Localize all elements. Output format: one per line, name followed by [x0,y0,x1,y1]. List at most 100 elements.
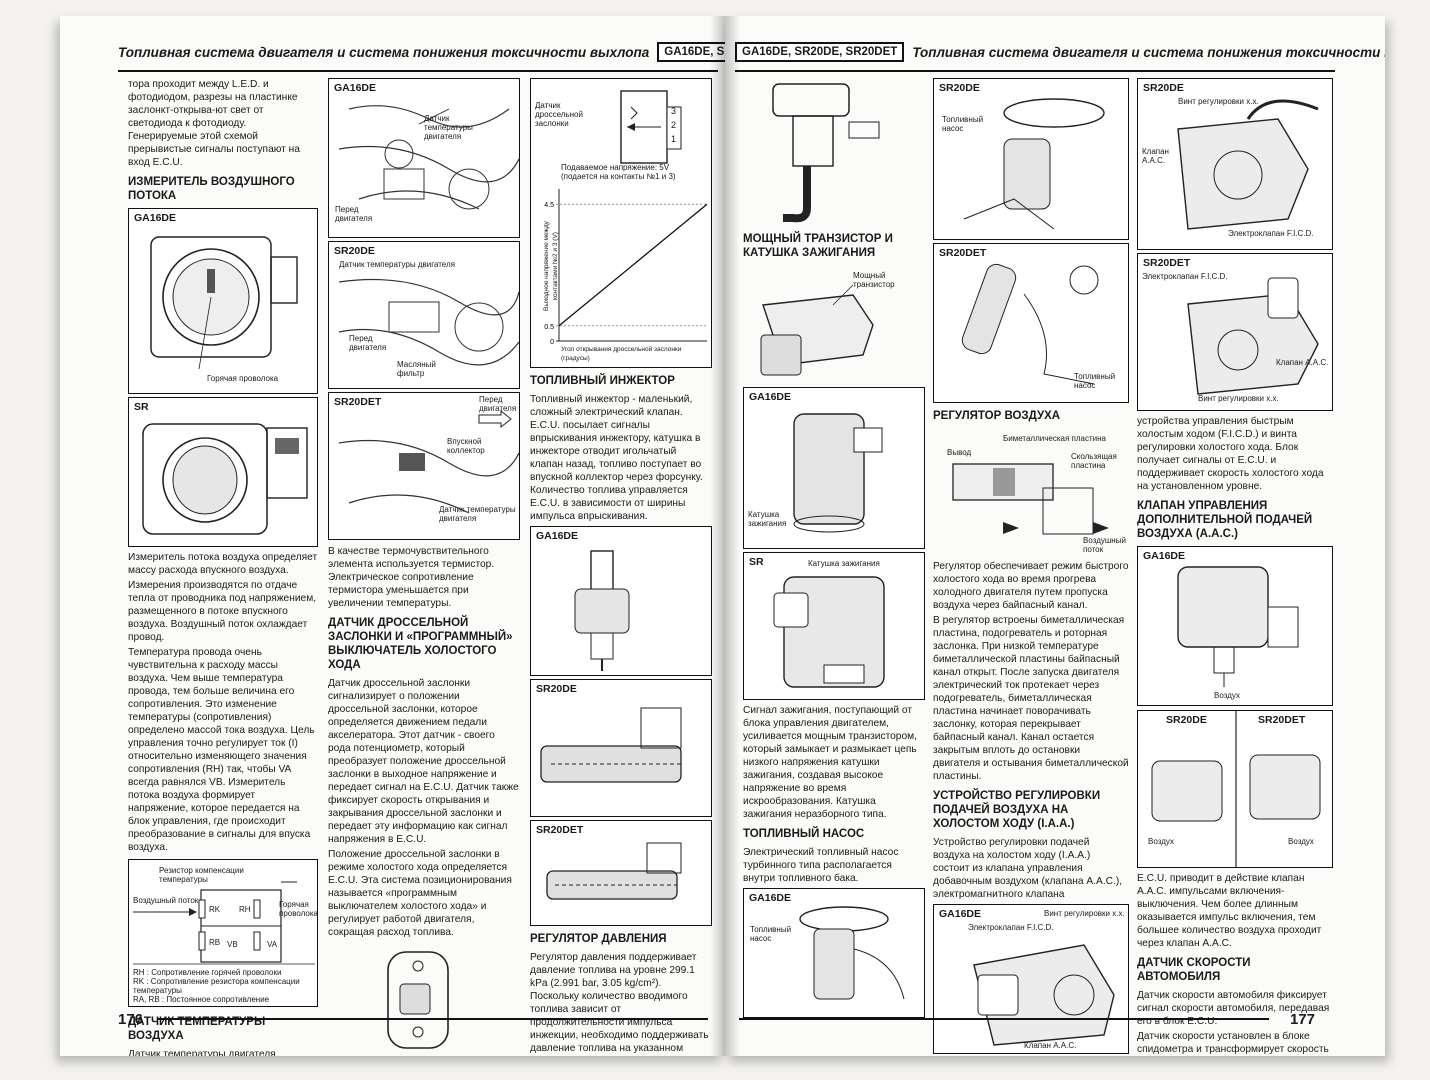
figure-fuel-pump-ga16de: GA16DE Топливный насос [743,888,925,1018]
right-column-2: SR20DE Топливный насос SR20DET Топливный… [933,78,1129,1054]
figure-label: SR20DE [1143,82,1184,94]
running-header-left: Топливная система двигателя и система по… [118,34,725,70]
label-aac-valve: Клапан A.A.C. [1024,1041,1077,1050]
tps-text-2: Положение дроссельной заслонки в режиме … [328,849,512,938]
injector-sr20de-drawing [540,707,682,783]
figure-label: SR20DE [939,82,980,94]
figure-label: GA16DE [939,908,982,920]
figure-label: SR20DE [334,245,375,257]
air-regulator-text-1: Регулятор обеспечивает режим быстрого хо… [933,561,1129,611]
engine-tag: GA16DE, SR20DE, SR20DET [735,42,905,62]
figure-tps-sensor [328,944,520,1054]
label-power-transistor: Мощный транзистор [853,271,895,289]
label-air-2: Воздух [1288,837,1314,846]
intro-text: тора проходит между L.E.D. и фотодиодом,… [128,79,300,168]
open-book: Топливная система двигателя и система по… [60,16,1385,1056]
figure-label: GA16DE [134,212,177,224]
chart-xlabel: Угол открывания дроссельной заслонки (гр… [561,346,682,362]
left-column-2: GA16DE Датчик температуры двигателя Пере… [328,78,520,1054]
label-fuel-pump: Топливный насос [750,925,792,943]
legend-text-rarb: : Постоянное сопротивление [161,995,270,1004]
figure-label: SR20DE [536,683,577,695]
maf-ga16de-drawing [150,236,298,370]
figure-label: GA16DE [1143,550,1186,562]
label-bimetal-plate: Биметаллическая пластина [1003,434,1106,443]
ignition-coil-ga16de-drawing [793,413,883,533]
pin-1: 1 [671,134,677,144]
label-ficd-valve: Электроклапан F.I.C.D. [968,923,1054,932]
aac-ga16de-drawing [1177,566,1299,687]
label-idle-screw: Винт регулировки х.х. [1044,909,1125,918]
running-title: Топливная система двигателя и система по… [118,44,650,60]
injector-sr20det-drawing [546,842,682,900]
ficd-text: устройства управления быстрым холостым х… [1137,416,1324,492]
figure-maf-sr: SR [128,397,318,547]
tps-voltage-chart: 0 0.5 4.5 [544,189,708,346]
header-rule [735,70,1335,72]
label-ignition-coil: Катушка зажигания [748,510,787,528]
label-air: Воздух [1214,691,1240,700]
tps-text-1: Датчик дроссельной заслонки сигнализируе… [328,678,519,845]
section-heading-vss: Датчик скорости автомобиля [1137,957,1251,983]
ignition-text: Сигнал зажигания, поступающий от блока у… [743,705,917,820]
maf-text-3: Температура провода очень чувствительна … [128,647,315,853]
label-ficd-valve: Электроклапан F.I.C.D. [1142,272,1228,281]
pressure-regulator-drawing [772,83,880,223]
label-throttle-sensor: Датчик дроссельной заслонки [535,101,583,128]
figure-iaa-ga16de: GA16DE Винт регулировки х.х. Электроклап… [933,904,1129,1054]
tps-connector-drawing [620,90,682,164]
figure-power-transistor: Мощный транзистор [743,265,925,383]
circuit-rb: RB [209,938,221,947]
figure-maf-ga16de: GA16DE Горячая проволока [128,208,318,394]
page-number-left: 176 [118,1011,144,1028]
section-heading-air-regulator: Регулятор воздуха [933,410,1061,422]
section-heading-ignition: Мощный транзистор и катушка зажигания [743,233,893,259]
label-sliding-plate: Скользящая пластина [1071,452,1117,470]
label-engine-front: Перед двигателя [479,395,517,413]
legend-text-rk: : Сопротивление резистора компенсации те… [133,977,300,995]
engine-ga16de-drawing [338,105,519,210]
figure-fuel-pump-sr20det: SR20DET Топливный насос [933,243,1129,403]
figure-label: GA16DE [334,82,377,94]
figure-label: SR20DET [939,247,987,259]
figure-label: SR [749,556,764,568]
legend-key-rk: RK [133,977,145,986]
chart-y-tick-label: 0.5 [544,324,554,331]
page-number-right: 177 [1289,1011,1315,1028]
iaa-text: Устройство регулировки подачей воздуха н… [933,837,1123,900]
right-column-3: SR20DE Винт регулировки х.х. Клапан A.A.… [1137,78,1333,1056]
figure-ect-ga16de: GA16DE Датчик температуры двигателя Пере… [328,78,520,238]
figure-maf-circuit: Резистор компенсации температуры Воздушн… [128,859,318,1007]
injector-ga16de-drawing [574,550,630,671]
label-ignition-coil: Катушка зажигания [808,559,880,568]
legend-key-rh: RH [133,968,145,977]
label-engine-temp-sensor: Датчик температуры двигателя [424,114,473,141]
chart-y-tick-label: 0 [550,339,554,346]
air-temp-text: Датчик температуры двигателя, расположен… [128,1049,279,1056]
circuit-label-airflow: Воздушный поток [133,896,199,905]
figure-air-regulator: Вывод Биметаллическая пластина Скользяща… [933,428,1129,560]
hot-wire-label: Горячая проволока [207,374,279,383]
figure-ignition-coil-ga16de: GA16DE Катушка зажигания [743,387,925,549]
figure-injector-sr20de: SR20DE [530,679,712,817]
label-engine-front: Перед двигателя [335,205,373,223]
pin-2: 2 [671,120,677,130]
chart-y-tick-label: 4.5 [544,202,554,209]
label-idle-screw: Винт регулировки х.х. [1178,97,1259,106]
circuit-va: VA [267,940,278,949]
section-heading-iaa: Устройство регулировки подачей воздуха н… [933,790,1101,830]
tps-sensor-drawing [387,951,449,1049]
legend-text-rh: : Сопротивление горячей проволоки [146,968,282,977]
figure-label: SR20DET [1143,257,1191,269]
circuit-rh: RH [239,905,251,914]
label-engine-front: Перед двигателя [349,334,387,352]
engine-sr20de-drawing [338,278,519,366]
vss-text-1: Датчик скорости автомобиля фиксирует сиг… [1137,990,1330,1027]
figure-ect-sr20det: SR20DET Перед двигателя Впускной коллект… [328,392,520,540]
figure-injector-sr20det: SR20DET [530,820,712,926]
circuit-rk: RK [209,905,221,914]
section-heading-pressure-regulator: Регулятор давления [530,933,667,945]
label-aac-valve: Клапан A.A.C. [1276,358,1329,367]
figure-pressure-regulator [743,78,925,226]
fuel-pump-text: Электрический топливный насос турбинного… [743,847,899,884]
